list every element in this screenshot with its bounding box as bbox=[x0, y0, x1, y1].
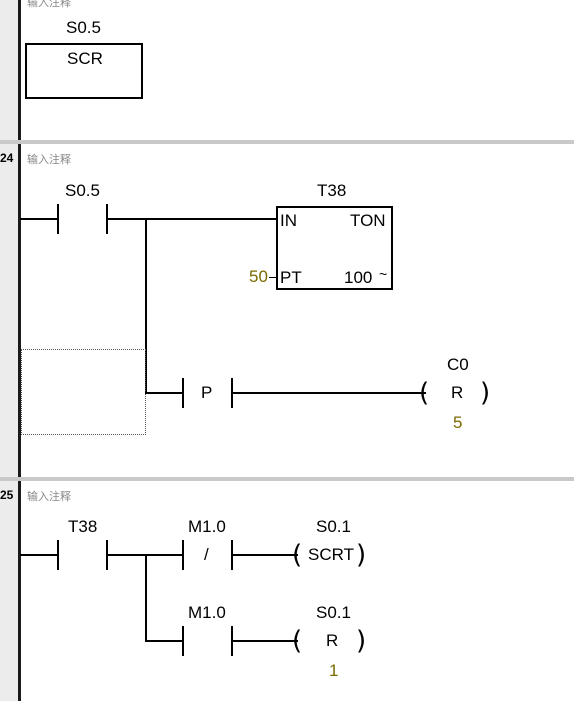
contact-t38[interactable] bbox=[57, 540, 59, 570]
timer-pt-label: PT bbox=[280, 268, 302, 287]
timer-resolution-mark: ~ bbox=[379, 266, 388, 282]
timer-name: T38 bbox=[317, 181, 347, 200]
network-number: 24 bbox=[0, 151, 14, 165]
branch-wire bbox=[145, 218, 147, 394]
wire bbox=[232, 392, 426, 394]
power-rail bbox=[18, 0, 21, 701]
network-comment[interactable]: 输入注释 bbox=[27, 154, 71, 166]
network-gutter bbox=[0, 0, 18, 701]
contact-address: T38 bbox=[68, 517, 98, 536]
network-separator bbox=[0, 140, 574, 144]
scr-type: SCR bbox=[67, 49, 103, 68]
coil-type: R bbox=[451, 383, 464, 402]
timer-box-ton[interactable]: IN TON PT 100 ~ bbox=[276, 206, 393, 290]
contact-address: M1.0 bbox=[188, 603, 226, 622]
nc-contact-m1-0-left[interactable] bbox=[182, 540, 184, 570]
coil-address: C0 bbox=[447, 355, 469, 374]
scr-address: S0.5 bbox=[66, 18, 101, 37]
coil-count[interactable]: 5 bbox=[453, 413, 463, 432]
edge-detector-label: P bbox=[201, 383, 213, 402]
wire bbox=[145, 392, 183, 394]
no-contact-m1-0-left[interactable] bbox=[182, 626, 184, 656]
coil-left-paren[interactable]: ( bbox=[292, 540, 303, 570]
coil-right-paren[interactable]: ) bbox=[480, 378, 491, 408]
coil-type: SCRT bbox=[308, 545, 354, 564]
coil-left-paren[interactable]: ( bbox=[292, 626, 303, 656]
contact-address: M1.0 bbox=[188, 517, 226, 536]
coil-right-paren[interactable]: ) bbox=[356, 626, 367, 656]
wire bbox=[20, 218, 58, 220]
wire bbox=[20, 554, 58, 556]
timer-type: TON bbox=[350, 211, 386, 230]
wire bbox=[232, 554, 298, 556]
selection-cursor[interactable] bbox=[21, 349, 146, 435]
contact-s0-5[interactable] bbox=[57, 204, 59, 234]
coil-count[interactable]: 1 bbox=[329, 661, 339, 680]
wire bbox=[269, 277, 277, 278]
network-comment[interactable]: 输入注释 bbox=[27, 491, 71, 503]
contact-address: S0.5 bbox=[65, 181, 100, 200]
timer-pt-value[interactable]: 50 bbox=[249, 267, 268, 286]
coil-address: S0.1 bbox=[316, 517, 351, 536]
timer-resolution: 100 bbox=[344, 268, 373, 287]
wire bbox=[232, 640, 298, 642]
branch-wire bbox=[145, 554, 147, 642]
coil-address: S0.1 bbox=[316, 603, 351, 622]
timer-in-label: IN bbox=[280, 211, 297, 230]
network-separator bbox=[0, 477, 574, 481]
scr-box[interactable]: SCR bbox=[25, 43, 143, 99]
coil-left-paren[interactable]: ( bbox=[419, 378, 430, 408]
coil-type: R bbox=[326, 631, 339, 650]
wire bbox=[145, 640, 183, 642]
edge-contact-left[interactable] bbox=[182, 378, 184, 408]
wire bbox=[107, 218, 277, 220]
network-comment[interactable]: 输入注释 bbox=[27, 0, 71, 9]
network-number: 25 bbox=[0, 488, 14, 502]
coil-right-paren[interactable]: ) bbox=[356, 540, 367, 570]
negation-mark: / bbox=[204, 545, 209, 564]
